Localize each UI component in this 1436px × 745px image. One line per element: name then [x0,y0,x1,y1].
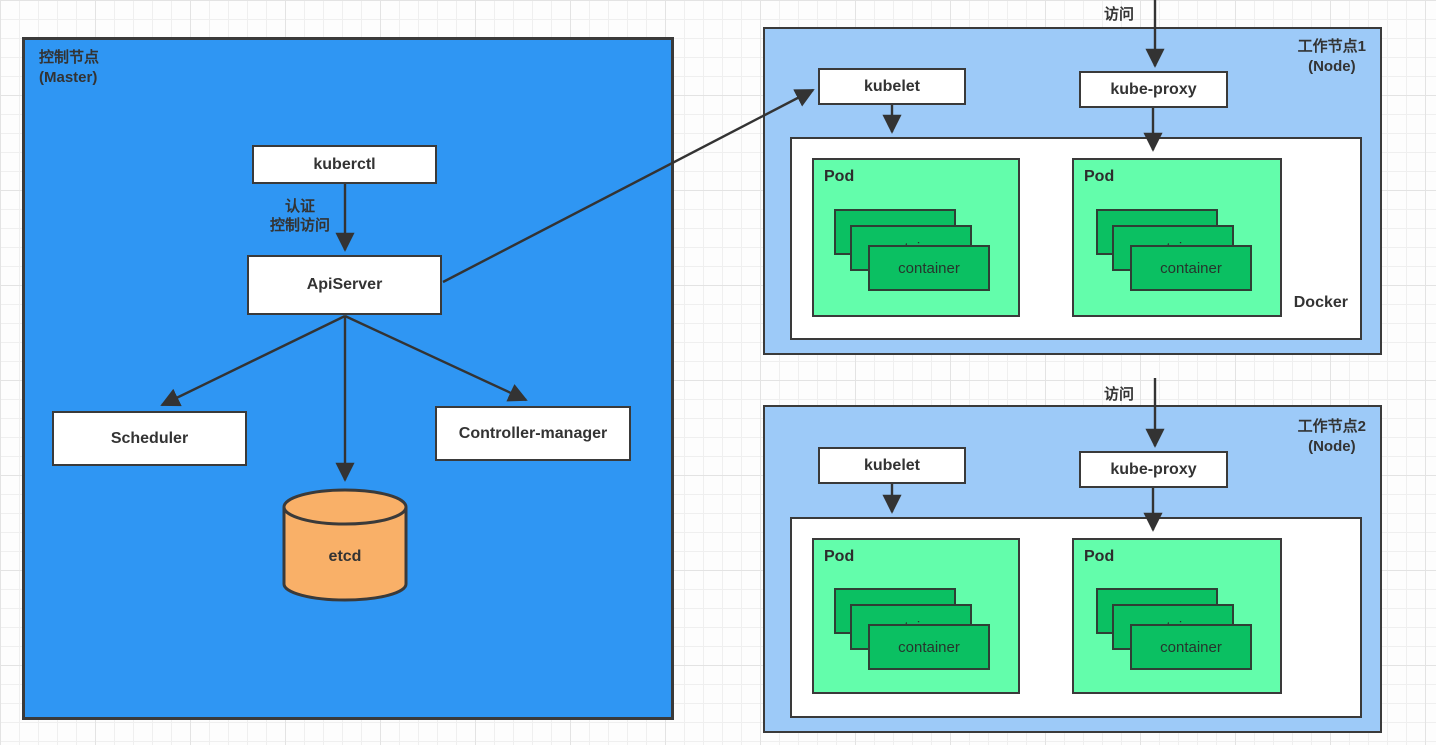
master-title-line1: 控制节点 [39,49,100,66]
node1-pod2: Pod container container container [1072,158,1282,317]
node2-kubelet-label: kubelet [863,456,920,474]
master-node-region: 控制节点 (Master) [22,37,674,720]
kuberctl-label: kuberctl [313,155,376,173]
scheduler-box: Scheduler [52,411,247,466]
node1-pod1: Pod container container container [812,158,1020,317]
node2-pod2: Pod container container container [1072,538,1282,694]
auth-annotation: 认证 控制访问 [255,197,345,235]
node2-pod1-label: Pod [824,548,855,565]
container-label: container [1160,259,1222,277]
node2-pod1: Pod container container container [812,538,1020,694]
scheduler-label: Scheduler [110,429,189,447]
auth-annotation-line2: 控制访问 [269,217,330,234]
auth-annotation-line1: 认证 [284,198,315,215]
container-label: container [898,638,960,656]
apiserver-label: ApiServer [306,276,383,293]
node2-visit-label: 访问 [1104,386,1135,403]
apiserver-box: ApiServer [247,255,442,315]
kuberctl-box: kuberctl [252,145,437,184]
node2-kubelet-box: kubelet [818,447,966,484]
node1-docker-box: Docker Pod container container container… [790,137,1362,340]
container-label: container [1160,638,1222,656]
controller-manager-label: Controller-manager [458,424,608,442]
node1-pod2-container3: container [1130,245,1252,291]
node1-pod1-container3: container [868,245,990,291]
node2-title-line1: 工作节点2 [1297,418,1366,435]
node1-kubelet-box: kubelet [818,68,966,105]
node1-kubelet-label: kubelet [863,77,920,95]
node1-docker-label: Docker [1293,294,1348,311]
node2-pod1-container3: container [868,624,990,670]
etcd-cylinder-shape [282,488,408,602]
container-label: container [898,259,960,277]
node1-pod2-label: Pod [1084,168,1115,185]
node1-title-line1: 工作节点1 [1297,38,1366,55]
node2-pod2-container3: container [1130,624,1252,670]
node2-kube-proxy-label: kube-proxy [1110,460,1197,478]
node1-title: 工作节点1 (Node) [1298,37,1366,77]
master-title-line2: (Master) [39,69,98,86]
node1-title-line2: (Node) [1308,58,1356,75]
node1-kube-proxy-label: kube-proxy [1110,80,1197,98]
node2-title: 工作节点2 (Node) [1298,417,1366,457]
etcd-cylinder: etcd [281,486,409,604]
node1-pod1-label: Pod [824,168,855,185]
node2-pod2-label: Pod [1084,548,1115,565]
node1-visit-label: 访问 [1104,6,1135,23]
node2-container-runtime-box: Pod container container container Pod co… [790,517,1362,718]
master-title: 控制节点 (Master) [39,48,99,88]
controller-manager-box: Controller-manager [435,406,631,461]
node1-kube-proxy-box: kube-proxy [1079,71,1228,108]
etcd-label: etcd [328,548,362,565]
node2-title-line2: (Node) [1308,438,1356,455]
node2-kube-proxy-box: kube-proxy [1079,451,1228,488]
